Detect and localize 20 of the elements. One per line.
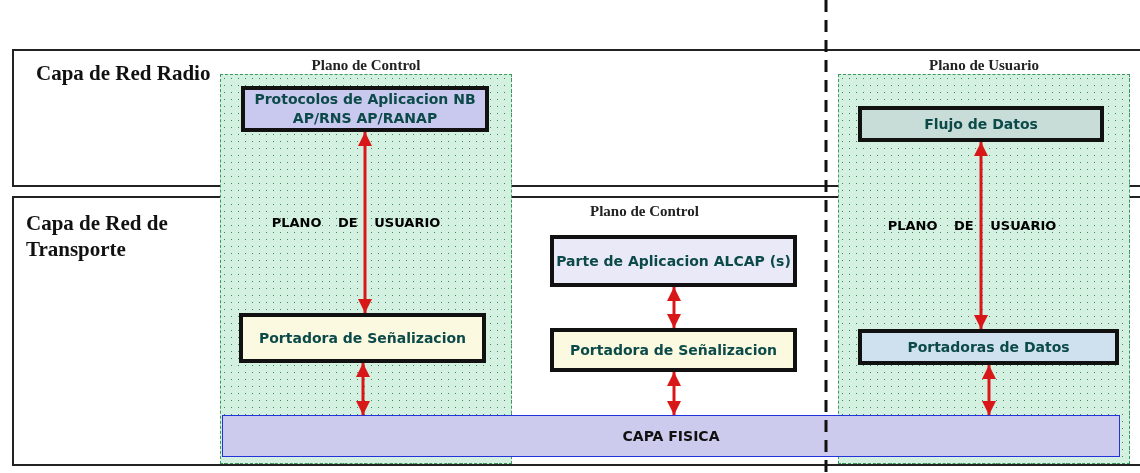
layer-title: Capa de Red Radio (36, 60, 212, 86)
plane-label: PLANO DE USUARIO (887, 218, 1057, 233)
protocol-box: Portadora de Señalizacion (550, 328, 797, 372)
double-arrow (974, 142, 988, 329)
protocol-box: Flujo de Datos (858, 106, 1104, 142)
double-arrow (667, 372, 681, 415)
plane-title: Plano de Usuario (928, 57, 1040, 74)
double-arrow (982, 365, 996, 415)
protocol-box: Portadora de Señalizacion (239, 313, 486, 363)
double-arrow (356, 363, 370, 415)
protocol-box: Portadoras de Datos (858, 329, 1119, 365)
layer-bar: CAPA FISICA (222, 415, 1120, 457)
plane-title: Plano de Control (590, 203, 699, 220)
double-arrow (358, 132, 372, 313)
plane-title: Plano de Control (310, 57, 422, 74)
protocol-box: Parte de Aplicacion ALCAP (s) (550, 235, 797, 287)
double-arrow (667, 287, 681, 328)
layer-title: Capa de Red de Transporte (26, 210, 169, 262)
plane-label: PLANO DE USUARIO (271, 215, 441, 230)
protocol-box: Protocolos de Aplicacion NB AP/RNS AP/RANAP (241, 86, 489, 132)
